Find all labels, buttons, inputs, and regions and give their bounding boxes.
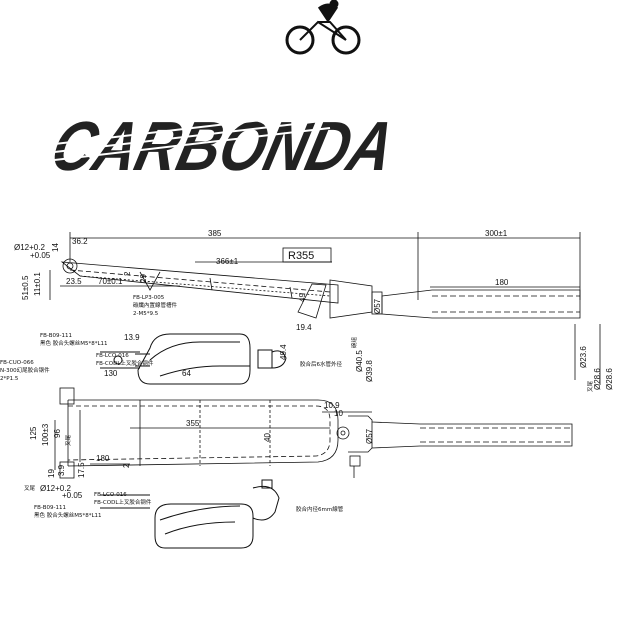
dim-11: 11±0.1 <box>33 272 42 296</box>
dim-100: 100±3 <box>41 423 50 446</box>
dim-36: 36.2 <box>72 237 88 246</box>
dim-385: 385 <box>208 229 222 238</box>
dim-10: 10 <box>334 409 343 418</box>
top-part-notes: FB-LP3-005 碳纖內置線管槽件 2-M5*9.5 FB-CUO-066 … <box>0 295 594 392</box>
bottle-cage-bottom <box>100 479 280 549</box>
top-view <box>49 232 601 385</box>
dim-phi39: Ø39.8 <box>365 360 374 382</box>
note-b-tube: 胶合内径6mm線管 <box>296 505 344 513</box>
logo-speed-stripes <box>19 111 331 165</box>
dim-phi12-tol-b: +0.05 <box>62 491 83 500</box>
dim-phi28b: Ø28.6 <box>605 368 614 390</box>
note-part4: FB-LCO-016 <box>96 353 129 359</box>
dim-phi12-b: Ø12+0.2 <box>40 484 71 493</box>
dim-19-b: 19 <box>47 469 56 478</box>
dim-49: 49 <box>298 293 307 302</box>
dim-96: 96 <box>53 429 62 438</box>
dim-phi28: Ø28.6 <box>593 368 602 390</box>
note-part1b: 碳纖內置線管槽件 <box>133 301 178 309</box>
dim-29: 29 <box>139 274 148 283</box>
carbonda-logo: CARBONDA <box>19 0 402 185</box>
top-dimension-labels: 385 300±1 36.2 Ø12+0.2 +0.05 14 366±1 R3… <box>14 229 614 390</box>
cyclist-icon <box>285 0 361 55</box>
dim-130: 130 <box>104 369 118 378</box>
dim-phi57-b: Ø57 <box>365 428 374 444</box>
dim-355: 355 <box>186 419 200 428</box>
dim-14: 14 <box>51 243 60 252</box>
note-label1: 胶合后6水管外径 <box>300 360 342 368</box>
dim-125: 125 <box>29 426 38 440</box>
note-b-label1: 叉尾 <box>65 434 72 446</box>
bottle-cage-top <box>100 333 287 385</box>
note-part2b: N-300幻尾胶合钢件 <box>0 366 50 374</box>
dim-366: 366±1 <box>216 257 239 266</box>
dim-40: 40 <box>263 433 272 442</box>
dim-180: 180 <box>495 278 509 287</box>
note-label2: 碗组 <box>350 336 358 348</box>
note-part2: FB-CUO-066 <box>0 360 34 366</box>
note-b-part1b: 黑色 胶合头螺丝M5*8*L11 <box>34 511 102 519</box>
dim-2-b: 2 <box>122 463 131 468</box>
dim-10-9: 10.9 <box>324 401 340 410</box>
bottom-view <box>54 387 573 479</box>
dim-phi12-tol: +0.05 <box>30 251 51 260</box>
dim-3-9: 3.9 <box>57 464 66 476</box>
note-b-part2: FB-LCO-016 <box>94 492 127 498</box>
dim-19: 19.4 <box>296 323 312 332</box>
dim-2: 2 <box>123 271 132 276</box>
note-b-part1: FB-B09-111 <box>34 505 66 511</box>
dim-300: 300±1 <box>485 229 508 238</box>
dim-r355: R355 <box>288 250 314 262</box>
note-b-part2b: FB-CODL上叉胶合钢件 <box>94 498 152 506</box>
dim-64: 64 <box>182 369 191 378</box>
dim-phi12: Ø12+0.2 <box>14 243 45 252</box>
note-part1c: 2-M5*9.5 <box>133 311 159 317</box>
dim-180-b: 180 <box>96 454 110 463</box>
dim-13: 13.9 <box>124 333 140 342</box>
dim-phi40: Ø40.5 <box>355 350 364 372</box>
dim-23: 23.5 <box>66 277 82 286</box>
dim-49-4: 49.4 <box>279 344 288 360</box>
note-part2c: 2*P1.5 <box>0 376 19 382</box>
bottom-part-notes: FB-B09-111 黑色 胶合头螺丝M5*8*L11 FB-LCO-016 F… <box>24 434 344 519</box>
note-part4b: FB-CODL上叉胶合钢件 <box>96 359 154 367</box>
note-part3: FB-B09-111 <box>40 333 72 339</box>
note-b-label2: 叉尾 <box>24 485 36 492</box>
note-label3: 叉尾 <box>587 380 594 392</box>
dim-phi57: Ø57 <box>373 298 382 314</box>
note-part1: FB-LP3-005 <box>133 295 165 301</box>
dim-70: 70±0.1 <box>98 277 123 286</box>
note-part3b: 黑色 胶合头螺丝M5*8*L11 <box>40 339 108 347</box>
dim-phi23: Ø23.6 <box>579 346 588 368</box>
dim-51: 51±0.5 <box>21 275 30 300</box>
bottom-dimension-labels: 355 125 96 100±3 180 2 10.9 10 Ø57 40 Ø1… <box>29 401 374 500</box>
dim-17: 17.5 <box>77 462 86 478</box>
